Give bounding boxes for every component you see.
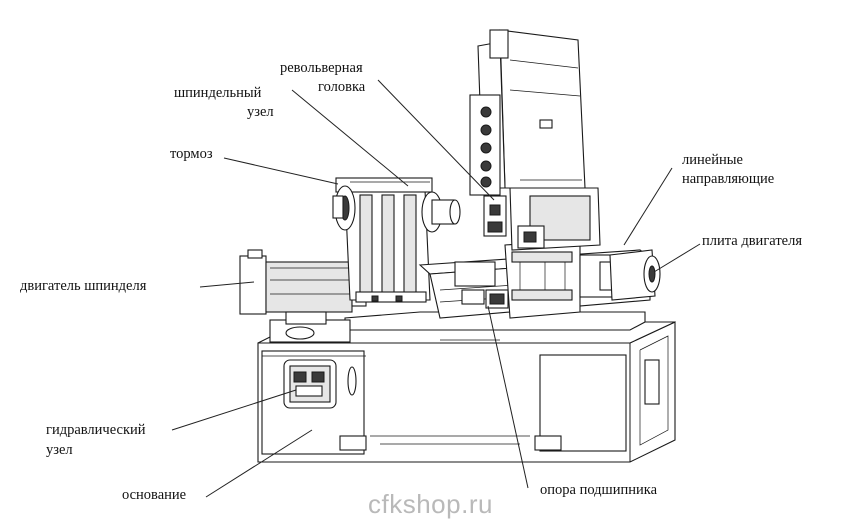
- leader-spindle-unit: [291, 89, 409, 187]
- label-turret-line1: револьверная: [280, 60, 363, 76]
- label-turret-line2: головка: [318, 79, 366, 95]
- label-hydraulic-unit-line2: узел: [46, 442, 73, 458]
- label-bearing-support: опора подшипника: [540, 482, 658, 498]
- hydraulic-unit: [283, 359, 357, 409]
- machine-bed: [269, 311, 646, 343]
- label-spindle-motor: двигатель шпинделя: [20, 278, 147, 294]
- spindle-motor: [239, 249, 367, 325]
- label-motor-plate: плита двигателя: [702, 233, 802, 249]
- leader-brake: [223, 157, 339, 185]
- leader-motor-plate: [653, 243, 701, 273]
- label-base: основание: [122, 487, 187, 503]
- spindle-unit: [332, 177, 461, 303]
- leader-linear-guides: [623, 167, 673, 246]
- leader-spindle-motor: [199, 281, 255, 288]
- label-spindle-unit-line1: шпиндельный: [174, 85, 262, 101]
- bearing-support: [485, 289, 509, 309]
- motor-plate: [609, 249, 661, 301]
- leader-lines: [171, 79, 701, 498]
- label-linear-guides-line1: линейные: [682, 152, 743, 168]
- turret-head: [469, 94, 507, 237]
- label-brake: тормоз: [170, 146, 213, 162]
- leader-bearing-support: [487, 305, 529, 489]
- brake: [332, 185, 356, 231]
- turret-column: [477, 29, 586, 189]
- watermark: cfkshop.ru: [368, 489, 493, 519]
- turret-base: [509, 187, 601, 251]
- label-spindle-unit-line2: узел: [247, 104, 274, 120]
- label-linear-guides-line2: направляющие: [682, 171, 775, 187]
- cross-slide: [504, 239, 631, 319]
- leader-turret: [377, 79, 495, 201]
- label-hydraulic-unit-line1: гидравлический: [46, 422, 146, 438]
- leader-hydraulic-unit: [171, 389, 297, 431]
- leader-base: [205, 429, 313, 498]
